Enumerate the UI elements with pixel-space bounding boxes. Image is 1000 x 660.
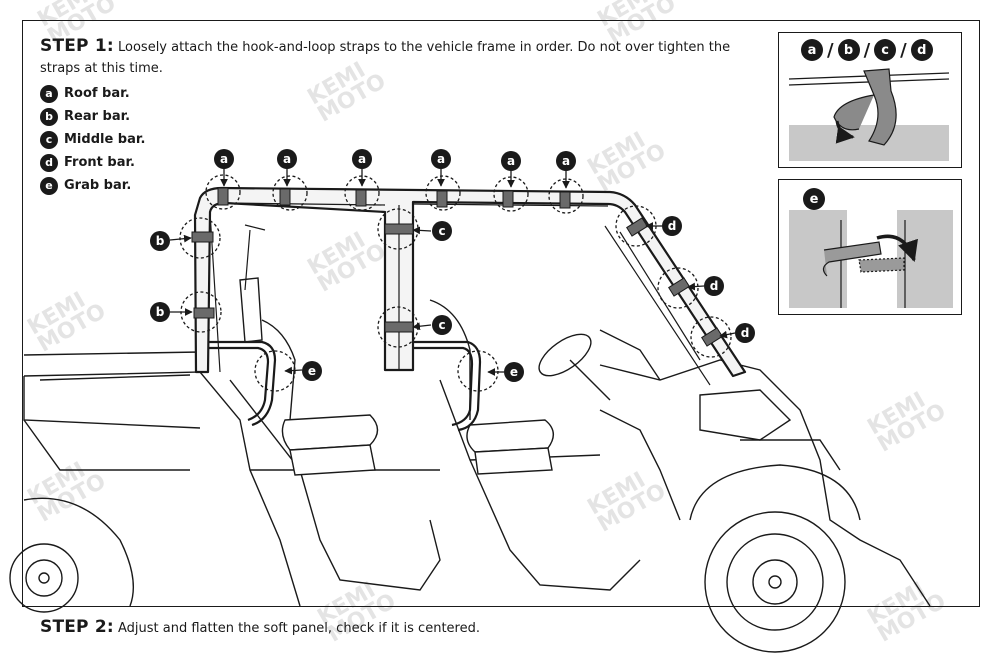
callout-b: b [150, 302, 170, 322]
steering-wheel [538, 329, 661, 401]
vehicle-body [199, 359, 931, 607]
step-2-instruction: STEP 2: Adjust and flatten the soft pane… [40, 617, 740, 639]
legend-badge: e [40, 176, 58, 195]
legend-badge: d [40, 153, 58, 172]
legend-label: Front bar. [64, 155, 135, 170]
legend-badge: c [40, 130, 58, 149]
callout-arrows [169, 168, 736, 376]
callout-d: d [735, 323, 755, 343]
rear-wheel [9, 497, 135, 613]
strap-detail-inset: a / b / c / d [778, 32, 962, 168]
front-wheel [689, 464, 861, 653]
callout-a: a [352, 149, 372, 169]
inset-letters: a / b / c / d [801, 39, 933, 61]
callout-a: a [501, 151, 521, 171]
cargo-bed [23, 351, 203, 471]
callout-a: a [214, 149, 234, 169]
step-1-text: Loosely attach the hook-and-loop straps … [40, 40, 731, 76]
legend-item-rear: b Rear bar. [40, 105, 145, 128]
callout-e: e [302, 361, 322, 381]
strap-wrap-illustration [788, 68, 950, 161]
callout-a: a [556, 151, 576, 171]
callout-d: d [662, 216, 682, 236]
legend-label: Middle bar. [64, 132, 146, 147]
legend-item-roof: a Roof bar. [40, 82, 145, 105]
legend-label: Grab bar. [64, 178, 132, 193]
diagram-frame [22, 20, 980, 607]
inset-separator: / [827, 39, 834, 61]
step-2-text: Adjust and flatten the soft panel, check… [118, 621, 480, 636]
inset-separator: / [863, 39, 871, 61]
legend-label: Rear bar. [64, 109, 131, 124]
inset-badge-a: a [801, 39, 823, 61]
legend: a Roof bar. b Rear bar. c Middle bar. d Fron… [40, 82, 145, 197]
grab-wrap-illustration [789, 210, 953, 308]
legend-item-front: d Front bar. [40, 151, 145, 174]
callout-e: e [504, 362, 524, 382]
inset-badge-b: b [837, 39, 860, 61]
callout-c: c [432, 315, 452, 335]
step-2-label: STEP 2: [40, 617, 114, 637]
grab-bar-detail-inset: e [778, 179, 962, 315]
legend-item-middle: c Middle bar. [40, 128, 145, 151]
inset-badge-e: e [803, 188, 825, 210]
callout-a: a [277, 149, 297, 169]
seats [239, 277, 554, 476]
inset-separator: / [900, 39, 907, 61]
step-1-instruction: STEP 1: Loosely attach the hook-and-loop… [40, 36, 740, 79]
callout-a: a [431, 149, 451, 169]
inset-badge-d: d [910, 39, 933, 61]
legend-label: Roof bar. [64, 86, 130, 101]
legend-badge: b [40, 107, 58, 126]
legend-item-grab: e Grab bar. [40, 174, 145, 197]
callout-d: d [704, 276, 724, 296]
straps [191, 187, 723, 347]
step-1-label: STEP 1: [40, 36, 114, 56]
grab-bars [208, 340, 482, 432]
callout-b: b [150, 231, 170, 251]
inset-badge-c: c [874, 39, 897, 61]
callout-c: c [432, 221, 452, 241]
legend-badge: a [40, 84, 58, 103]
